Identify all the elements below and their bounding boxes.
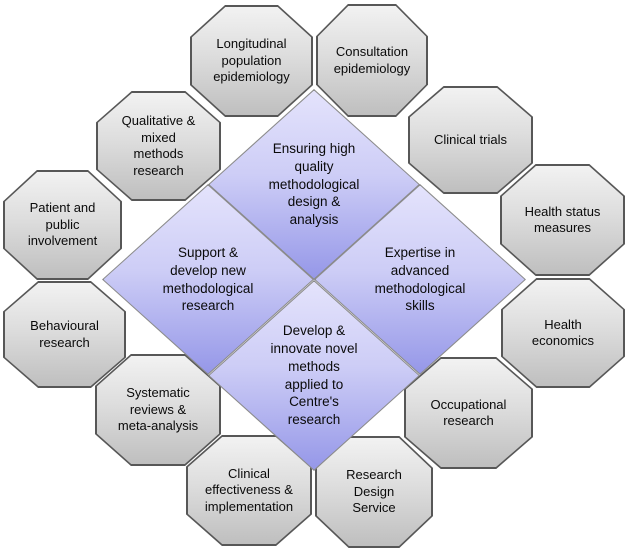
diamond-label: Develop & innovate novel methods applied… [270,322,358,428]
octagon-health-status-measures: Health status measures [500,164,625,276]
octagon-label: Research Design Service [346,467,402,516]
octagon-longitudinal-population-epidemiology: Longitudinal population epidemiology [190,5,313,117]
octagon-label: Systematic reviews & meta-analysis [117,385,199,434]
diamond-label: Expertise in advanced methodological ski… [374,244,466,314]
octagon-health-economics: Health economics [501,278,625,388]
octagon-qualitative-mixed-methods-research: Qualitative & mixed methods research [96,91,221,201]
octagon-patient-and-public-involvement: Patient and public involvement [3,170,122,280]
diamond-label: Support & develop new methodological res… [162,244,254,314]
octagon-label: Clinical trials [434,131,507,147]
octagon-behavioural-research: Behavioural research [3,281,126,388]
octagon-label: Patient and public involvement [27,200,98,249]
octagon-label: Behavioural research [30,318,99,350]
octagon-label: Longitudinal population epidemiology [213,36,290,85]
octagon-clinical-trials: Clinical trials [408,86,533,194]
octagon-label: Occupational research [430,396,507,429]
octagon-label: Health economics [531,316,595,349]
octagon-research-design-service: Research Design Service [315,436,433,548]
octagon-consultation-epidemiology: Consultation epidemiology [316,4,428,117]
diamond-label: Ensuring high quality methodological des… [268,140,360,228]
octagon-clinical-effectiveness-implementation: Clinical effectiveness & implementation [186,435,312,546]
octagon-label: Qualitative & mixed methods research [121,113,196,178]
octagon-occupational-research: Occupational research [404,357,533,469]
octagon-label: Health status measures [524,203,601,236]
octagon-systematic-reviews-meta-analysis: Systematic reviews & meta-analysis [95,354,221,466]
octagon-label: Clinical effectiveness & implementation [204,465,294,514]
octagon-label: Consultation epidemiology [333,44,411,76]
